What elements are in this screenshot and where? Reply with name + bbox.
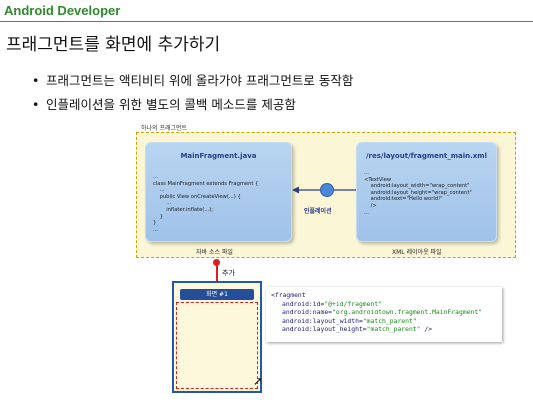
arrowhead-icon <box>292 186 299 194</box>
xml-close: /> <box>420 325 433 333</box>
fragment-area <box>176 302 258 389</box>
add-label: 추가 <box>222 269 235 277</box>
java-source-card: MainFragment.java ... class MainFragment… <box>145 142 292 242</box>
java-caption: 자바 소스 파일 <box>196 249 233 256</box>
xml-code: ... <TextView android:layout_width="wrap… <box>364 170 472 216</box>
bullet-item: • 프래그먼트는 액티비티 위에 올라가야 프래그먼트로 동작함 <box>32 70 353 89</box>
inflate-node-icon <box>320 183 334 197</box>
bullet-dot-icon: • <box>32 73 40 88</box>
xml-attr-name: android:id= <box>282 299 325 308</box>
inflate-label: 인플레이션 <box>304 208 332 215</box>
screen-title: 화면 #1 <box>180 289 254 300</box>
xml-line: android:layout_height="match_parent" /> <box>282 325 432 333</box>
xml-line: android:name="org.androidtown.fragment.M… <box>282 308 482 316</box>
xml-attr-name: android:layout_height= <box>282 325 367 333</box>
bullet-text: 인플레이션을 위한 별도의 콜백 메소드를 제공함 <box>46 97 296 112</box>
xml-line: android:id="@+id/fragment" <box>282 300 382 308</box>
header-divider <box>0 21 533 22</box>
xml-card-title: /res/layout/fragment_main.xml <box>365 152 488 160</box>
fragment-xml-snippet: <fragment android:id="@+id/fragment" and… <box>266 287 502 342</box>
xml-line: android:layout_width="match_parent" <box>282 317 417 325</box>
xml-attr-value: "match_parent" <box>362 316 417 325</box>
brand-title: Android Developer <box>4 3 121 18</box>
java-card-title: MainFragment.java <box>180 152 257 160</box>
xml-attr-value: "match_parent" <box>366 325 421 333</box>
xml-line: <fragment <box>271 291 306 299</box>
xml-attr-value: "org.androidtown.fragment.MainFragment" <box>332 308 483 316</box>
xml-attr-value: "@+id/fragment" <box>324 299 383 308</box>
xml-attr-name: android:layout_width= <box>282 316 363 325</box>
bullet-text: 프래그먼트는 액티비티 위에 올라가야 프래그먼트로 동작함 <box>46 73 354 88</box>
cursor-icon: ➚ <box>253 374 264 388</box>
add-arrow-line <box>216 262 218 284</box>
java-code: ... class MainFragment extends Fragment … <box>153 174 259 233</box>
xml-layout-card: /res/layout/fragment_main.xml ... <TextV… <box>356 142 497 242</box>
bullet-dot-icon: • <box>32 97 40 112</box>
xml-caption: XML 레이아웃 파일 <box>392 249 442 256</box>
slide-title: 프래그먼트를 화면에 추가하기 <box>6 35 221 55</box>
fragment-container-label: 하나의 프래그먼트 <box>141 125 188 132</box>
bullet-item: • 인플레이션을 위한 별도의 콜백 메소드를 제공함 <box>32 94 296 113</box>
xml-attr-name: android:name= <box>282 308 333 316</box>
